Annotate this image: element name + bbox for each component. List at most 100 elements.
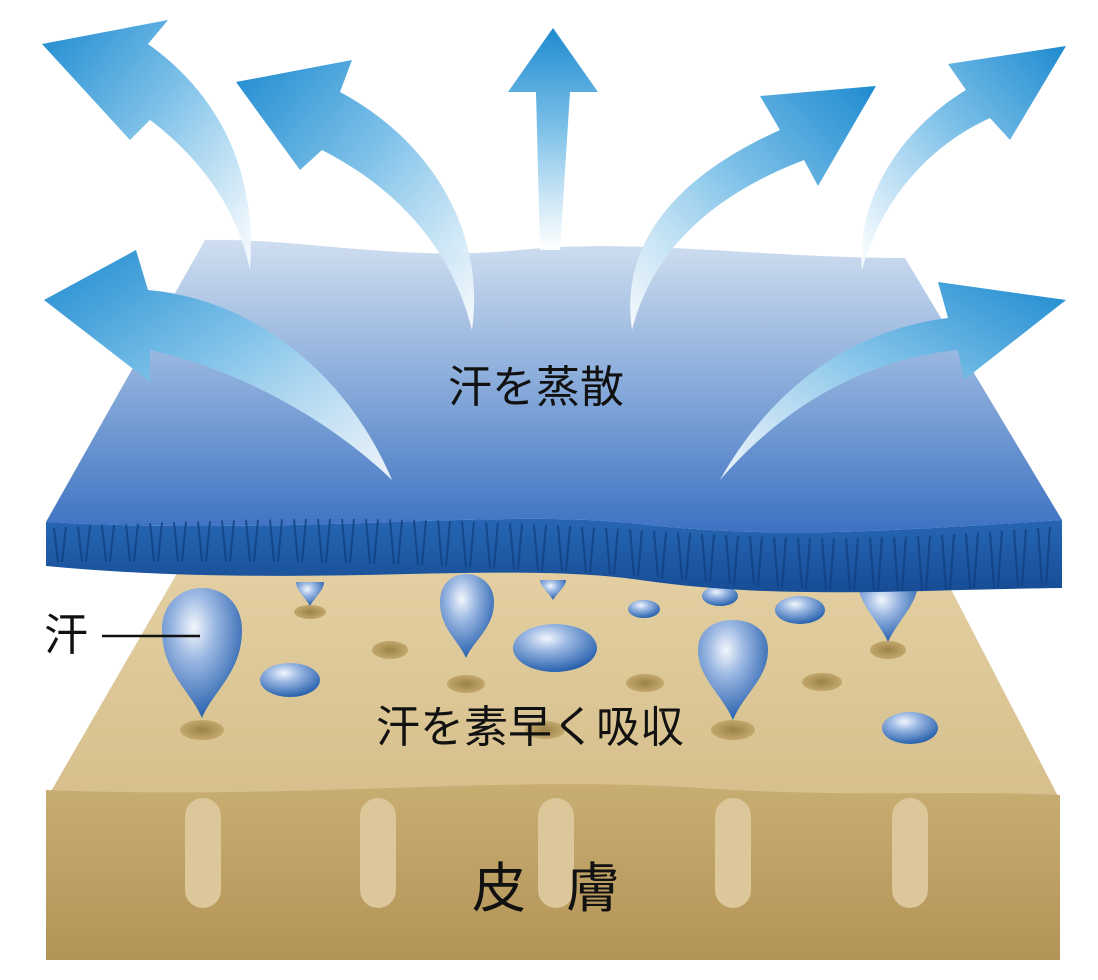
arrow-upper-left-icon [42, 20, 251, 270]
sweat-drops [162, 574, 938, 744]
weave-line [949, 534, 955, 590]
fabric-layer [46, 239, 1062, 593]
weave-line [493, 522, 499, 569]
weave-line [701, 533, 707, 582]
weave-line [869, 537, 875, 591]
weave-line [805, 537, 811, 589]
sweat-label: 汗 [44, 610, 88, 661]
weave-line [589, 527, 595, 574]
weave-line [341, 518, 347, 564]
arrow-up-icon [508, 28, 598, 250]
evaporation-arrows [42, 20, 1066, 480]
weave-line [613, 528, 619, 575]
weave-line [989, 531, 995, 588]
absorb-label: 汗を素早く吸収 [376, 702, 684, 753]
weave-line [469, 521, 475, 568]
weave-line [509, 523, 515, 570]
weave-line [877, 537, 883, 591]
weave-line [629, 529, 635, 576]
weave-line [85, 525, 91, 562]
skin-pores [180, 605, 906, 740]
weave-line [365, 519, 371, 564]
weave-line [893, 537, 899, 591]
sweat-bead [882, 712, 938, 744]
sweat-drop [440, 574, 494, 658]
weave-line [709, 534, 715, 583]
weave-line [565, 526, 571, 573]
weave-line [133, 523, 139, 562]
weave-line [125, 524, 131, 562]
weave-line [389, 519, 395, 565]
weave-line [965, 533, 971, 589]
weave-line [317, 518, 323, 563]
weave-line [605, 528, 611, 575]
weave-line [205, 520, 211, 562]
weave-line [797, 537, 803, 589]
weave-line [245, 519, 251, 562]
weave-line [941, 534, 947, 590]
weave-line [653, 530, 659, 578]
weave-line [917, 536, 923, 591]
weave-line [253, 519, 259, 562]
weave-line [845, 537, 851, 590]
weave-line [197, 521, 203, 562]
weave-line [557, 525, 563, 572]
weave-line [1013, 529, 1019, 587]
evaporate-label: 汗を蒸散 [448, 362, 624, 413]
fabric-weave [53, 518, 1051, 591]
weave-line [445, 520, 451, 567]
skin-surface [46, 568, 1060, 800]
weave-line [485, 522, 491, 569]
sweat-drop [858, 582, 918, 642]
weave-line [821, 537, 827, 590]
weave-line [157, 522, 163, 562]
weave-line [397, 519, 403, 565]
sweat-bead [513, 624, 597, 672]
weave-line [581, 526, 587, 573]
sweat-bead [702, 586, 738, 606]
weave-line [221, 520, 227, 562]
weave-line [373, 519, 379, 565]
weave-line [293, 519, 299, 563]
weave-line [517, 523, 523, 570]
weave-line [733, 535, 739, 585]
weave-line [53, 527, 59, 563]
weave-line [181, 521, 187, 562]
weave-line [277, 519, 283, 562]
weave-line [677, 532, 683, 580]
sweat-bead [260, 663, 320, 697]
fabric-top-surface [46, 239, 1062, 533]
arrow-upper-right-icon [861, 46, 1066, 270]
weave-line [149, 523, 155, 562]
sweat-drop [698, 620, 768, 720]
skin-layer [46, 568, 1060, 960]
sweat-drop [540, 580, 566, 600]
arrow-upper-right-icon [630, 86, 876, 330]
weave-line [173, 522, 179, 562]
weave-line [437, 520, 443, 567]
weave-line [725, 535, 731, 584]
weave-line [461, 521, 467, 568]
sweat-bead [628, 600, 660, 618]
weave-line [421, 520, 427, 566]
weave-line [781, 537, 787, 588]
weave-line [533, 524, 539, 571]
weave-line [637, 530, 643, 577]
weave-line [413, 519, 419, 566]
weave-line [685, 533, 691, 581]
skin-pore-channels [185, 798, 928, 908]
weave-line [101, 525, 107, 562]
skin-label: 皮膚 [472, 857, 660, 920]
sweat-drop [162, 588, 242, 718]
weave-line [853, 537, 859, 591]
weave-line [901, 536, 907, 591]
weave-line [997, 530, 1003, 588]
weave-line [1021, 528, 1027, 587]
arrow-right-icon [720, 282, 1066, 480]
weave-line [829, 538, 835, 590]
weave-line [349, 518, 355, 564]
weave-line [757, 536, 763, 587]
weave-line [77, 526, 83, 562]
arrow-upper-left-icon [236, 60, 475, 330]
